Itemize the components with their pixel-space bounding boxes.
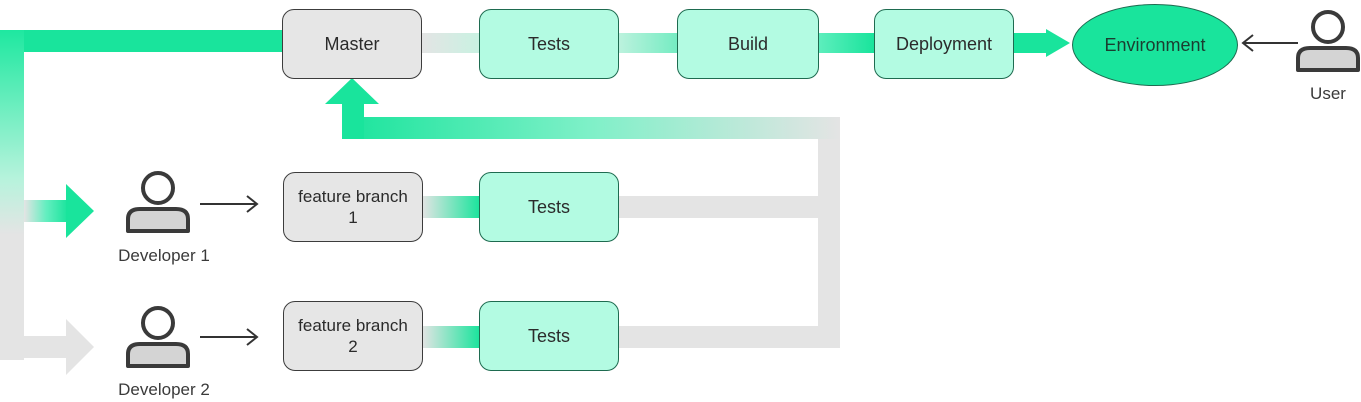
build-label: Build [727,34,769,54]
arrow-left-icon [1241,34,1298,52]
developer-1-tests-box: Tests [479,172,619,242]
flow-deployment-environment [1013,33,1047,53]
developer-1-label: Developer 1 [118,246,210,265]
developer-2-tests-box: Tests [479,301,619,371]
master-box: Master [282,9,422,79]
feature-branch-2-line1: feature branch [298,316,408,335]
deployment-label: Deployment [895,34,993,54]
flow-branch2-tests [422,326,480,348]
flow-merge-up [342,100,364,139]
flow-master-tests [421,33,481,53]
flow-to-developer-2 [24,336,68,358]
environment-ellipse: Environment [1072,4,1238,86]
flow-tests-build [618,33,678,53]
flow-tests2-merge [618,326,840,348]
arrow-head-environment [1046,29,1070,57]
flow-build-deployment [818,33,874,53]
flow-branch1-tests [422,196,480,218]
deployment-box: Deployment [874,9,1014,79]
tests-box: Tests [479,9,619,79]
flow-merge-column [818,117,840,348]
feature-branch-1-box: feature branch 1 [283,172,423,242]
flow-into-master [0,30,284,52]
flow-merge-to-master [342,117,840,139]
arrow-right-icon [200,328,259,346]
feature-branch-2-box: feature branch 2 [283,301,423,371]
flow-left-trunk [0,30,24,360]
tests-label: Tests [527,34,570,54]
arrow-right-icon [200,195,259,213]
arrow-head-master [325,78,379,104]
master-label: Master [324,34,380,54]
arrow-head-developer-2 [66,319,94,375]
feature-branch-2-line2: 2 [348,337,358,356]
feature-branch-1-line2: 1 [348,208,358,227]
person-icon [1296,10,1360,72]
person-icon [126,171,190,233]
developer-1-tests-label: Tests [527,197,570,217]
developer-2-label: Developer 2 [118,380,210,399]
environment-label: Environment [1104,34,1206,55]
arrow-head-developer-1 [66,184,94,238]
flow-to-developer-1 [24,200,68,222]
feature-branch-1-line1: feature branch [298,187,408,206]
person-icon [126,306,190,368]
developer-2-tests-label: Tests [527,326,570,346]
build-box: Build [677,9,819,79]
user-label: User [1310,84,1346,103]
flow-tests1-merge [618,196,840,218]
